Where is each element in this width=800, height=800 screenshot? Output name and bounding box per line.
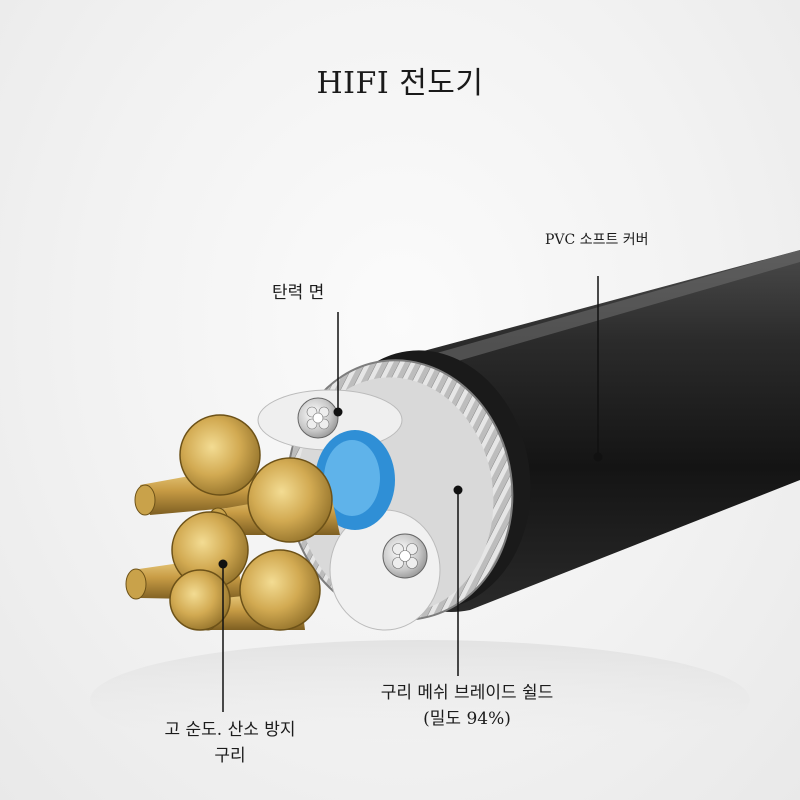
floor-reflection <box>90 640 750 760</box>
pointer-lines <box>222 276 599 712</box>
label-copper-line2: 구리 <box>214 746 246 766</box>
silver-strands-top <box>297 397 339 439</box>
label-copper: 고 순도. 산소 방지 구리 <box>135 717 325 769</box>
label-pvc-jacket: PVC 소프트 커버 <box>545 232 649 248</box>
label-braid-shield: 구리 메쉬 브레이드 쉴드 (밀도 94%) <box>350 680 584 732</box>
copper-conductors <box>125 414 340 631</box>
pointer-dots <box>218 407 603 569</box>
label-braid-line2: (밀도 94%) <box>423 709 511 729</box>
label-copper-line1: 고 순도. 산소 방지 <box>164 720 296 740</box>
label-elastic-cotton: 탄력 면 <box>272 283 325 303</box>
product-title: HIFI 전도기 <box>316 66 484 101</box>
label-braid-line1: 구리 메쉬 브레이드 쉴드 <box>380 683 554 703</box>
silver-strands-bottom <box>382 533 428 579</box>
